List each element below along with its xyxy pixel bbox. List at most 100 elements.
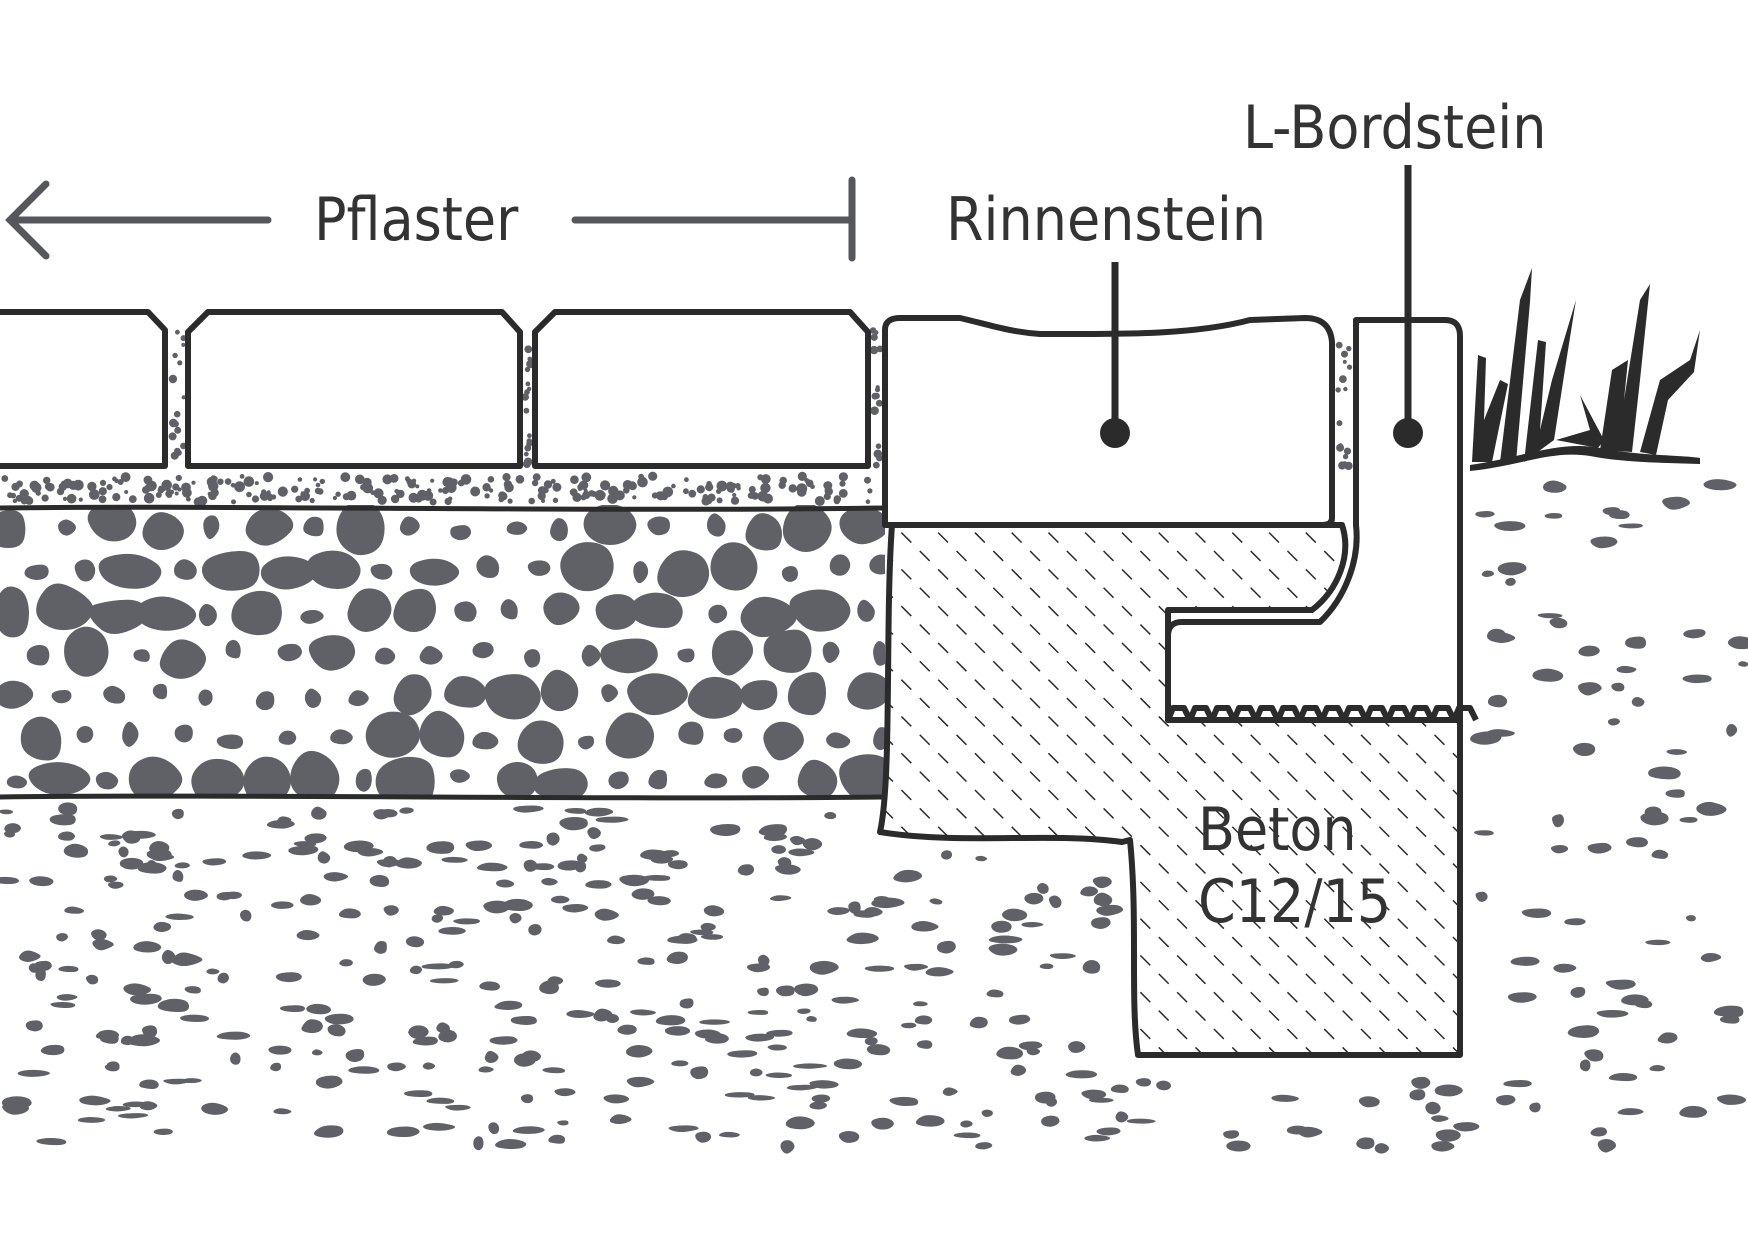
soil-speck [797, 1008, 811, 1014]
sand-grain [524, 366, 531, 373]
sand-grain [373, 488, 384, 499]
soil-speck [445, 1104, 471, 1111]
gravel-stone [409, 558, 460, 586]
gravel-stone [857, 599, 875, 622]
soil-speck [1505, 577, 1516, 586]
soil-speck [180, 1014, 210, 1022]
soil-speck [765, 1072, 793, 1079]
gravel-stone [0, 586, 29, 638]
gravel-stone [174, 724, 193, 743]
soil-speck [453, 918, 480, 925]
soil-speck [1590, 536, 1618, 549]
gravel-stone [797, 759, 838, 797]
soil-speck [975, 1142, 993, 1150]
soil-speck [2, 1101, 30, 1115]
soil-speck [1049, 953, 1076, 960]
label-rinnenstein: Rinnenstein [946, 185, 1267, 255]
soil-speck [348, 1066, 380, 1074]
soil-speck [690, 1066, 709, 1080]
sand-grain [526, 438, 533, 444]
soil-speck [479, 981, 500, 991]
soil-speck [146, 848, 172, 860]
gravel-bottom-line [0, 793, 886, 801]
sand-grain [168, 432, 177, 441]
soil-speck [903, 963, 929, 971]
soil-speck [1010, 1064, 1027, 1076]
soil-speck [201, 1102, 229, 1115]
soil-speck [889, 1096, 919, 1106]
sand-grain [875, 443, 882, 450]
soil-speck [1358, 1096, 1380, 1108]
soil-speck [1616, 665, 1637, 673]
soil-speck [1453, 1122, 1480, 1132]
soil-speck [699, 1019, 731, 1025]
soil-speck [594, 979, 621, 988]
sand-grain [470, 486, 481, 497]
soil-speck [727, 1050, 758, 1058]
gravel-stone [375, 756, 435, 797]
soil-speck [802, 837, 823, 851]
soil-speck [564, 808, 587, 814]
gravel-stone [630, 592, 683, 629]
sand-bedding-layer [1, 327, 1353, 507]
soil-speck [105, 1106, 131, 1112]
soil-speck [809, 960, 839, 975]
soil-speck [58, 802, 78, 816]
soil-speck [1048, 895, 1062, 908]
soil-speck [403, 1090, 433, 1098]
sand-grain [172, 420, 179, 428]
sand-grain [259, 491, 270, 501]
soil-speck [206, 968, 220, 975]
soil-speck [270, 1062, 282, 1072]
soil-speck [542, 1067, 566, 1074]
sand-grain [732, 492, 737, 498]
gravel-stone [524, 649, 541, 668]
gravel-stone [781, 566, 798, 582]
grass [1470, 268, 1700, 471]
soil-speck [378, 809, 398, 818]
soil-speck [593, 1008, 613, 1022]
soil-speck [700, 922, 716, 932]
sand-grain [342, 493, 350, 501]
soil-speck [788, 848, 815, 857]
sand-grain [62, 478, 73, 489]
soil-speck [64, 906, 85, 914]
gravel-stone [36, 583, 94, 631]
gravel-stone [723, 728, 743, 743]
gravel-stone [839, 754, 885, 797]
gravel-stone [873, 727, 885, 751]
gravel-stone [633, 561, 649, 584]
soil-speck [774, 864, 801, 875]
soil-speck [806, 1016, 817, 1022]
soil-speck [1497, 562, 1527, 576]
sand-grain [716, 497, 723, 504]
soil-speck [520, 1094, 534, 1104]
soil-speck [522, 1050, 542, 1062]
sand-grain [89, 489, 100, 500]
gravel-stone [739, 680, 778, 711]
soil-speck [1679, 1105, 1708, 1118]
sand-grain [66, 493, 77, 504]
soil-speck [184, 986, 201, 994]
sand-grain [521, 393, 529, 401]
gravel-stone [419, 710, 465, 758]
soil-speck [117, 1113, 149, 1119]
soil-speck [1473, 830, 1494, 836]
soil-speck [357, 847, 384, 857]
gravel-stone [375, 647, 396, 665]
soil-speck [831, 996, 860, 1004]
soil-speck [747, 1009, 769, 1015]
soil-speck [133, 941, 162, 953]
sand-grain [355, 474, 365, 485]
soil-speck [671, 1060, 689, 1067]
soil-speck [0, 876, 19, 885]
soil-speck [383, 905, 399, 916]
soil-speck [746, 963, 771, 973]
gravel-stone [64, 626, 109, 677]
gravel-stone [330, 729, 353, 745]
soil-speck [703, 905, 725, 917]
soil-speck [494, 1000, 523, 1011]
sand-grain [62, 496, 68, 501]
soil-speck [4, 823, 21, 834]
soil-speck [277, 816, 292, 824]
